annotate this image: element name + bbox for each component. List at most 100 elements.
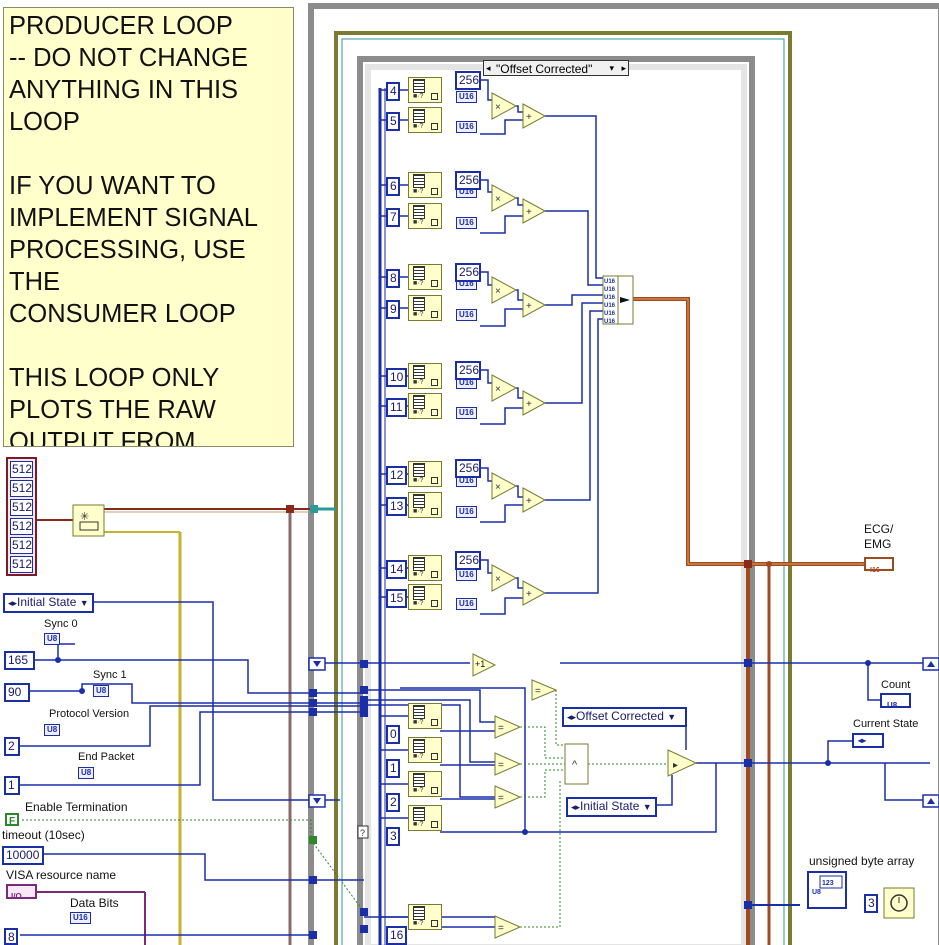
index-constant[interactable]: 3 [386,827,400,846]
grid-icon [413,79,425,93]
index-array-node: ■·? [408,904,442,930]
end-packet-constant[interactable]: 1 [4,776,20,795]
initial-state-label: Initial State [17,595,77,609]
grid-icon [413,266,425,280]
data-bits-constant[interactable]: 8 [4,928,18,945]
grid-icon [413,773,425,787]
svg-text:U8: U8 [812,889,821,896]
u16-conversion: U16 [456,91,477,103]
sync0-constant[interactable]: 165 [4,651,35,670]
index-constant[interactable]: 14 [386,560,407,579]
u16-conversion: U16 [456,598,477,610]
svg-text:U16: U16 [604,295,616,301]
array-cell[interactable]: 512 [10,518,33,535]
index-constant[interactable]: 4 [386,82,400,101]
index-box-icon [431,600,438,607]
index-constant[interactable]: 11 [386,398,407,417]
ecg-label: ECG/ EMG [864,522,894,551]
visa-constant[interactable]: I/O [6,884,37,901]
svg-text:+: + [526,399,532,410]
chevron-down-icon[interactable]: ▼ [667,712,677,722]
enable-termination-constant[interactable]: F [5,813,19,827]
wait-constant[interactable]: 3 [864,894,878,913]
index-constant[interactable]: 8 [386,269,400,288]
sync0-label: Sync 0 [44,618,78,630]
array-cell[interactable]: 512 [10,537,33,554]
chevron-down-icon[interactable]: ▼ [642,802,652,812]
index-constant[interactable]: 16 [386,926,407,945]
svg-text:+: + [526,496,532,507]
sync0-type: U8 [44,633,61,645]
case-prev-icon[interactable]: ◂ [486,63,491,73]
current-state-indicator[interactable]: ◂▸ [852,733,884,748]
array-cell[interactable]: 512 [10,480,33,497]
case-selector[interactable]: ◂ "Offset Corrected" ▾ ▸ [483,60,629,76]
multiplier-constant[interactable]: 256 [455,551,481,570]
index-constant[interactable]: 2 [386,793,400,812]
chevron-down-icon[interactable]: ▼ [79,598,89,608]
svg-text:=: = [498,723,504,734]
svg-text:U16: U16 [604,279,616,285]
index-box-icon [431,571,438,578]
enable-termination-label: Enable Termination [25,800,128,814]
svg-text:×: × [495,286,501,297]
multiplier-constant[interactable]: 256 [455,71,481,90]
index-constant[interactable]: 5 [386,112,400,131]
index-array-node: ■·? [408,461,442,487]
sync1-constant[interactable]: 90 [4,683,30,702]
wait-node [883,887,915,919]
protocol-type: U8 [44,724,61,736]
array-cell[interactable]: 512 [10,461,33,478]
grid-icon [413,174,425,188]
index-constant[interactable]: 9 [386,300,400,319]
index-constant[interactable]: 13 [386,497,407,516]
ecg-indicator[interactable]: I16 [864,557,894,574]
svg-text:U16: U16 [604,319,616,325]
svg-text:×: × [495,194,501,205]
index-terminal-icon: ■·? [413,219,424,226]
index-constant[interactable]: 10 [386,368,407,387]
index-constant[interactable]: 12 [386,466,407,485]
and-node: ^ [564,743,589,785]
visa-label: VISA resource name [6,868,117,882]
index-array-node: ■·? [408,363,442,389]
shift-register-right [922,657,939,808]
current-state-label: Current State [853,718,919,730]
index-constant[interactable]: 1 [386,759,400,778]
string-to-byte-array-node: 123 U8 [807,871,847,909]
index-terminal-icon: ■·? [413,600,424,607]
data-bits-type: U16 [70,912,91,924]
grid-icon [413,109,425,123]
array-cell[interactable]: 512 [10,499,33,516]
index-constant[interactable]: 7 [386,208,400,227]
protocol-constant[interactable]: 2 [4,737,20,756]
multiplier-constant[interactable]: 256 [455,171,481,190]
unsigned-byte-array-label: unsigned byte array [809,854,915,868]
initial-state-constant[interactable]: ◂▸Initial State ▼ [3,593,94,613]
multiplier-constant[interactable]: 256 [455,459,481,478]
index-box-icon [431,920,438,927]
array-constant[interactable]: 512 512 512 512 512 512 [6,457,37,576]
index-terminal-icon: ■·? [413,787,424,794]
timeout-constant[interactable]: 10000 [2,846,44,865]
grid-icon [413,463,425,477]
index-constant[interactable]: 0 [386,725,400,744]
index-array-node: ■·? [408,492,442,518]
svg-text:=: = [498,923,504,934]
index-constant[interactable]: 6 [386,177,400,196]
offset-corrected-constant[interactable]: ◂▸Offset Corrected ▼ [562,707,687,727]
chevron-down-icon[interactable]: ▾ [609,63,614,73]
protocol-label: Protocol Version [49,708,130,720]
u16-conversion: U16 [456,309,477,321]
initial-state-constant-2[interactable]: ◂▸Initial State ▼ [566,797,657,817]
index-box-icon [431,477,438,484]
svg-text:+: + [526,589,532,600]
index-terminal-icon: ■·? [413,311,424,318]
multiplier-constant[interactable]: 256 [455,361,481,380]
case-next-icon[interactable]: ▸ [621,63,626,73]
multiplier-constant[interactable]: 256 [455,263,481,282]
count-label: Count [881,679,911,691]
count-indicator[interactable]: U8 [880,693,911,710]
index-constant[interactable]: 15 [386,589,407,608]
array-cell[interactable]: 512 [10,556,33,573]
